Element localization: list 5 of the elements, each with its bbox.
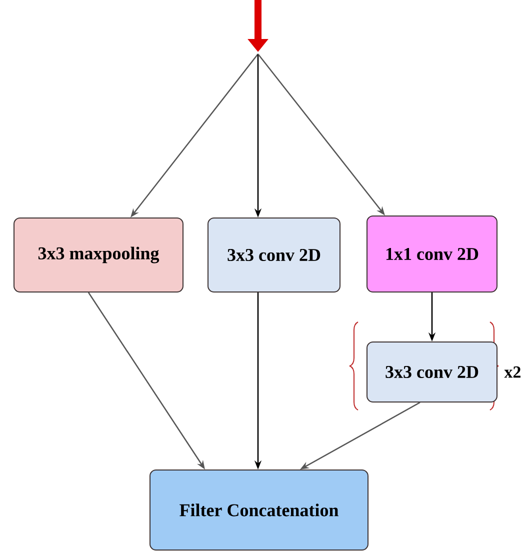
process-box: 3x3 maxpooling [14, 218, 184, 292]
process-box: 3x3 conv 2D [208, 218, 340, 292]
process-box: Filter Concatenation [150, 470, 368, 550]
process-box: 3x3 conv 2D [366, 342, 498, 402]
process-box: 1x1 conv 2D [366, 216, 498, 292]
